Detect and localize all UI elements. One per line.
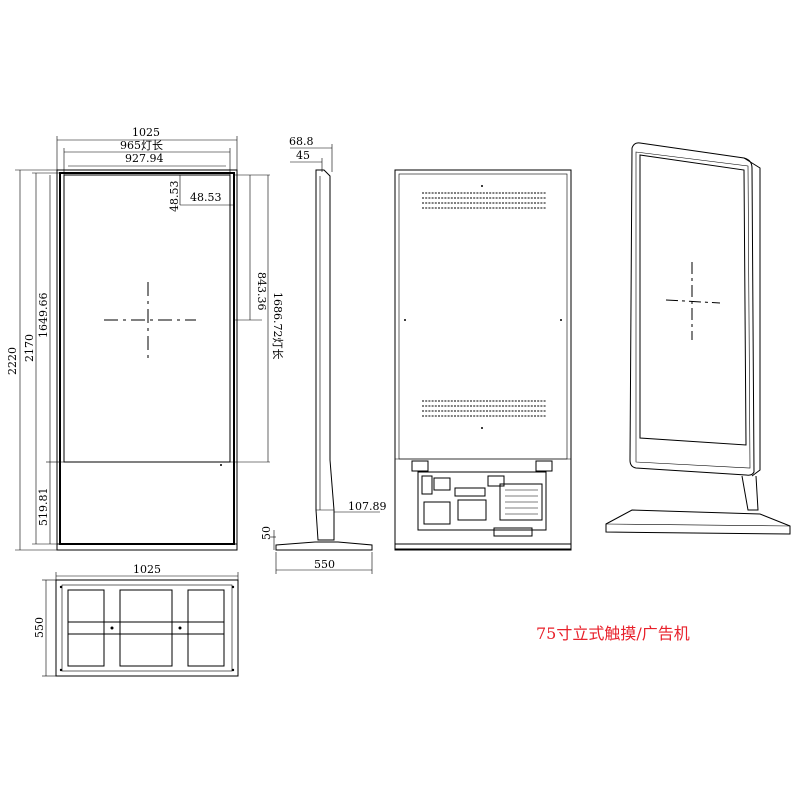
front-base [56, 543, 238, 551]
dim-margin-top: 48.53 [168, 181, 181, 213]
dim-margin-side: 48.53 [190, 191, 222, 204]
dim-base-height: 50 [260, 526, 273, 540]
indicator-dot [220, 464, 222, 466]
perspective-base [605, 509, 791, 535]
front-outer-frame [56, 169, 238, 551]
top-vent [422, 192, 546, 209]
dim-depth-pole: 107.89 [348, 500, 387, 513]
side-base [275, 541, 373, 551]
dim-base-width: 1025 [133, 563, 161, 576]
dim-base-depth: 550 [314, 558, 335, 571]
back-outer-frame [394, 169, 572, 550]
dim-height-body: 2170 [23, 334, 36, 362]
back-base [394, 543, 572, 551]
front-inner-frame [59, 172, 235, 545]
dim-base-depth-bottom: 550 [33, 617, 46, 638]
dim-depth-top: 68.8 [289, 135, 314, 148]
dim-height-overall: 2220 [6, 347, 19, 375]
front-view: 1025 965灯长 927.94 48.53 48.53 843.36 168… [6, 126, 284, 551]
front-screen [63, 174, 231, 463]
side-view: 68.8 45 107.89 50 550 [260, 135, 387, 574]
base-outer [55, 579, 239, 677]
dim-height-light: 1686.72灯长 [271, 292, 284, 360]
dim-width-overall: 1025 [132, 126, 160, 139]
bottom-vent [422, 400, 546, 417]
back-view [394, 169, 572, 551]
left-hook [411, 460, 429, 472]
dim-width-screen: 927.94 [125, 152, 164, 165]
perspective-screen [639, 154, 747, 446]
product-caption: 75寸立式触摸/广告机 [536, 624, 690, 643]
perspective-view [605, 142, 791, 535]
right-hook [535, 460, 553, 472]
dim-half-height: 843.36 [255, 272, 268, 311]
dim-width-light: 965灯长 [120, 139, 163, 152]
dim-bottom-section: 519.81 [37, 488, 50, 527]
perspective-body [629, 142, 755, 476]
electronics-bay [417, 471, 547, 537]
dim-depth-screen: 45 [296, 149, 310, 162]
dim-height-screen: 1649.66 [37, 293, 50, 339]
base-view: 1025 550 [33, 563, 239, 677]
side-body [315, 169, 335, 541]
